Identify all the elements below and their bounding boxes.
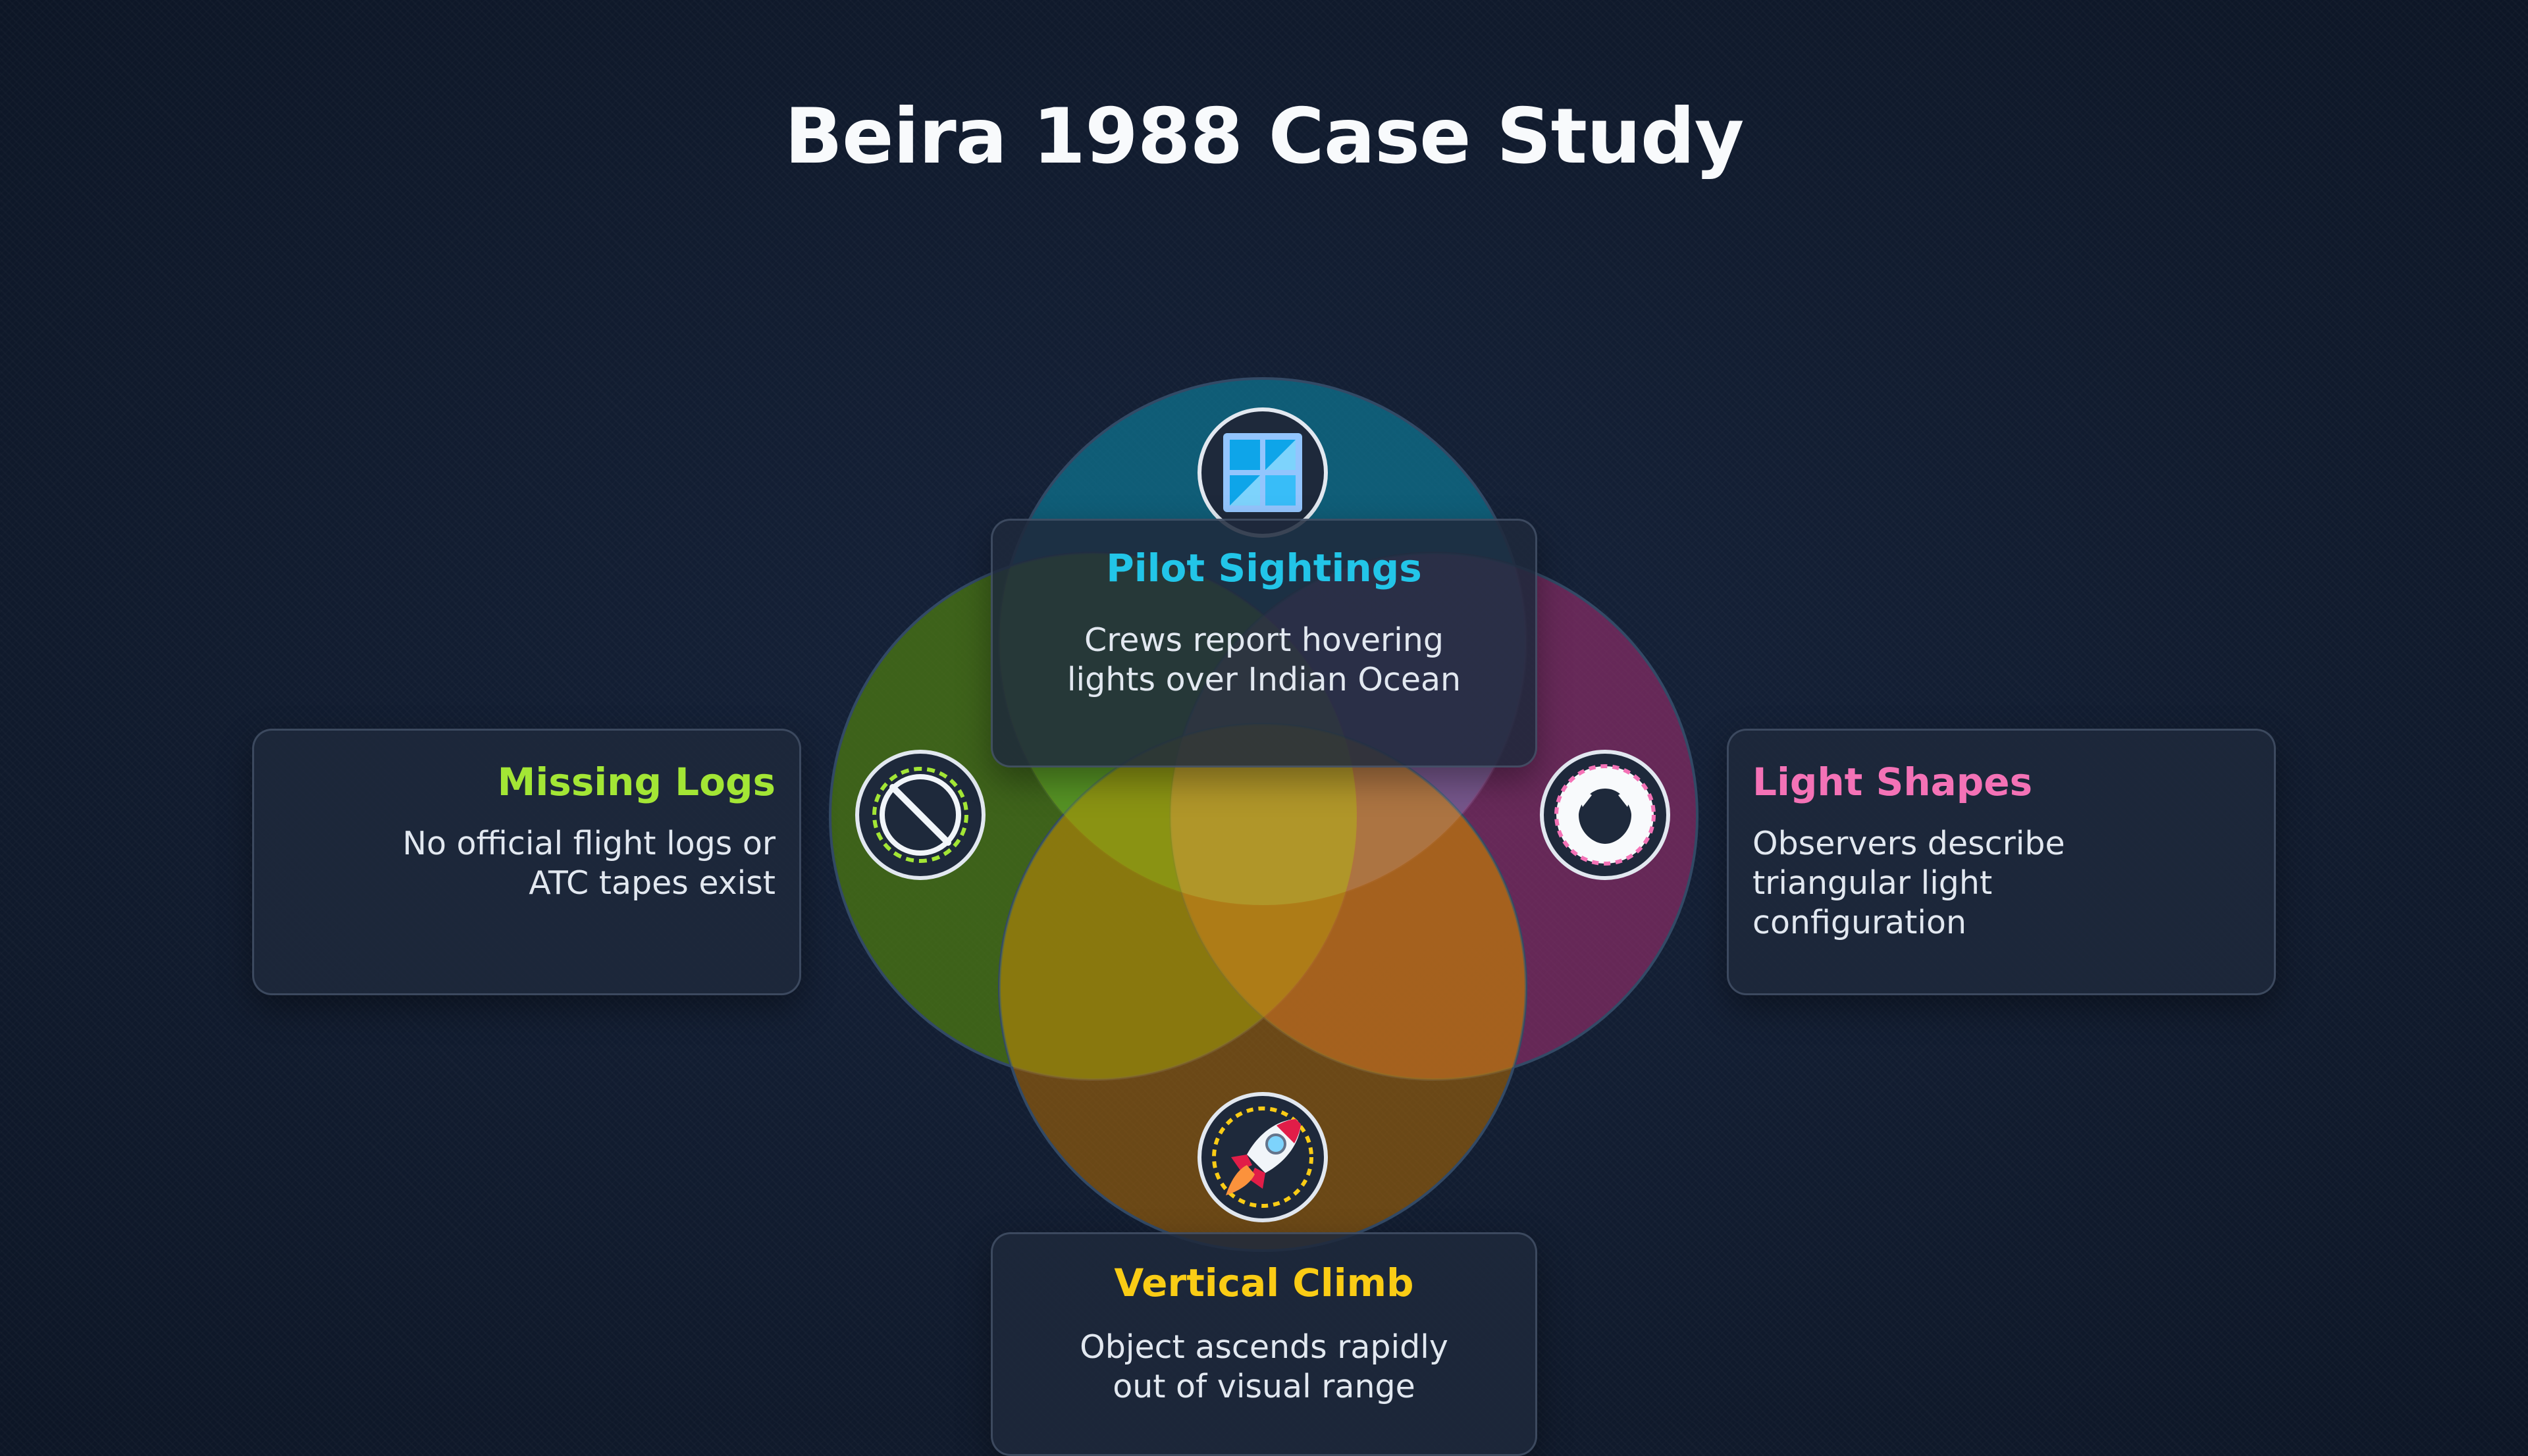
card-vertical-climb: Vertical Climb Object ascends rapidly ou… (991, 1232, 1537, 1456)
triangle-lights-icon (1540, 750, 1670, 880)
prohibited-icon (855, 750, 986, 880)
overlap-shapes-climb (1171, 724, 1526, 1079)
window-grid-icon (1198, 407, 1328, 538)
card-missing-logs: Missing Logs No official flight logs or … (252, 729, 801, 995)
card-text-pilot-sightings: Crews report hovering lights over Indian… (1066, 621, 1462, 698)
card-pilot-sightings: Pilot Sightings Crews report hovering li… (991, 519, 1537, 767)
card-text-missing-logs: No official flight logs or ATC tapes exi… (402, 825, 776, 902)
card-title-vertical-climb: Vertical Climb (1114, 1261, 1414, 1305)
card-text-light-shapes: Observers describe triangular light conf… (1752, 825, 2065, 941)
page-title: Beira 1988 Case Study (784, 92, 1745, 181)
card-title-pilot-sightings: Pilot Sightings (1106, 546, 1422, 590)
card-title-missing-logs: Missing Logs (497, 760, 776, 804)
overlap-logs-climb (999, 724, 1357, 1079)
rocket-icon (1198, 1092, 1328, 1222)
card-light-shapes: Light Shapes Observers describe triangul… (1727, 729, 2276, 995)
card-text-vertical-climb: Object ascends rapidly out of visual ran… (1080, 1328, 1448, 1405)
card-title-light-shapes: Light Shapes (1752, 760, 2033, 804)
